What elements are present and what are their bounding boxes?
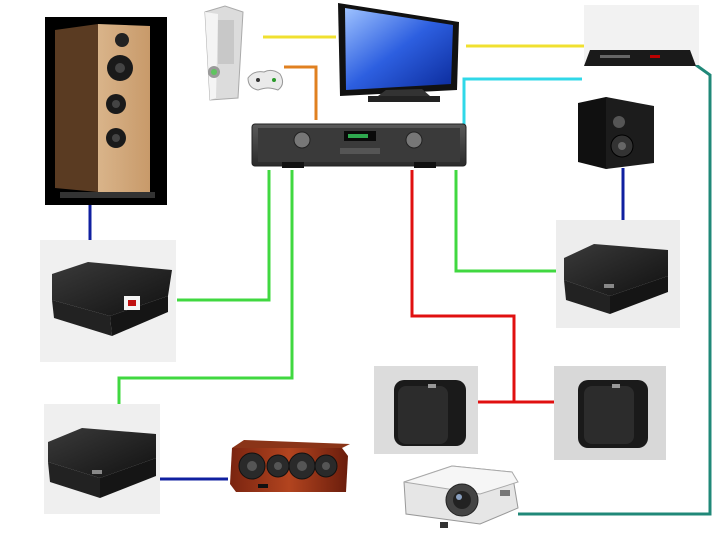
- amplifier-right-icon: [556, 220, 680, 328]
- dvd-player-icon: [584, 5, 699, 66]
- av-receiver-icon: [251, 123, 467, 168]
- amplifier-bottom-icon: [44, 404, 160, 514]
- cable-receiver-ampbottom: [117, 170, 294, 409]
- flat-tv-icon: [338, 3, 459, 102]
- center-speaker-icon: [230, 440, 350, 492]
- cable-dvd-projector: [518, 63, 712, 516]
- cable-receiver-ampleft: [177, 170, 271, 302]
- amplifier-left-icon: [40, 240, 176, 362]
- cable-console-receiver: [284, 65, 318, 120]
- cables: [88, 35, 712, 516]
- subwoofer-right-icon: [554, 366, 666, 460]
- floorstanding-speaker-icon: [45, 17, 167, 205]
- cable-receiver-ampright: [454, 170, 558, 273]
- projector-icon: [403, 465, 519, 528]
- subwoofer-left-icon: [374, 366, 478, 454]
- cable-receiver-dvd: [462, 77, 582, 125]
- bookshelf-speaker-icon: [578, 97, 654, 169]
- game-console-icon: [204, 5, 284, 101]
- cable-receiver-sub: [410, 170, 516, 404]
